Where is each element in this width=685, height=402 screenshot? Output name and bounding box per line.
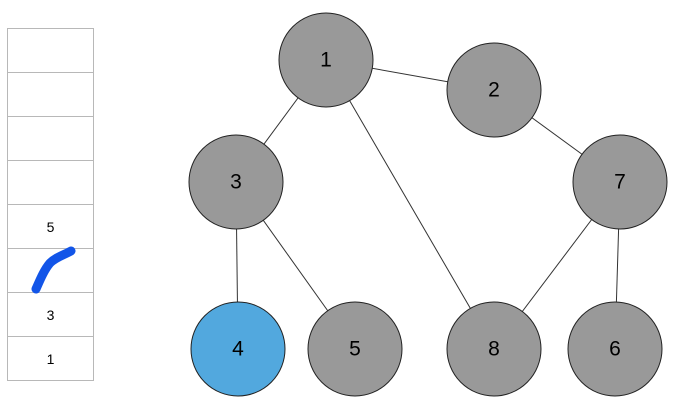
stack-cell [8, 29, 93, 73]
node-circle [278, 12, 374, 108]
graph-nodes: 1 2 3 7 4 5 8 6 [188, 12, 668, 397]
node-circle [446, 301, 542, 397]
node-3: 3 [188, 134, 284, 230]
node-circle [446, 42, 542, 138]
stack-cell [8, 117, 93, 161]
stack-cell [8, 161, 93, 205]
node-label: 2 [488, 79, 500, 102]
node-label: 7 [614, 171, 626, 194]
node-4: 4 [190, 301, 286, 397]
node-1: 1 [278, 12, 374, 108]
node-label: 8 [488, 338, 500, 361]
node-label: 6 [609, 338, 621, 361]
graph-edges [235, 59, 621, 350]
node-5: 5 [307, 301, 403, 397]
node-2: 2 [446, 42, 542, 138]
stack-cell: 1 [46, 350, 55, 367]
node-label: 4 [232, 338, 244, 361]
node-7: 7 [572, 134, 668, 230]
node-circle [567, 301, 663, 397]
node-label: 5 [349, 338, 361, 361]
edge-1-8 [325, 59, 495, 350]
stack-cell: 3 [8, 293, 93, 337]
stack-cell [8, 73, 93, 117]
node-label: 1 [320, 49, 332, 72]
node-circle [190, 301, 286, 397]
node-circle [572, 134, 668, 230]
node-6: 6 [567, 301, 663, 397]
stack-panel: 5 3 1 [7, 28, 94, 381]
node-circle [307, 301, 403, 397]
node-label: 3 [230, 171, 242, 194]
node-8: 8 [446, 301, 542, 397]
node-circle [188, 134, 284, 230]
